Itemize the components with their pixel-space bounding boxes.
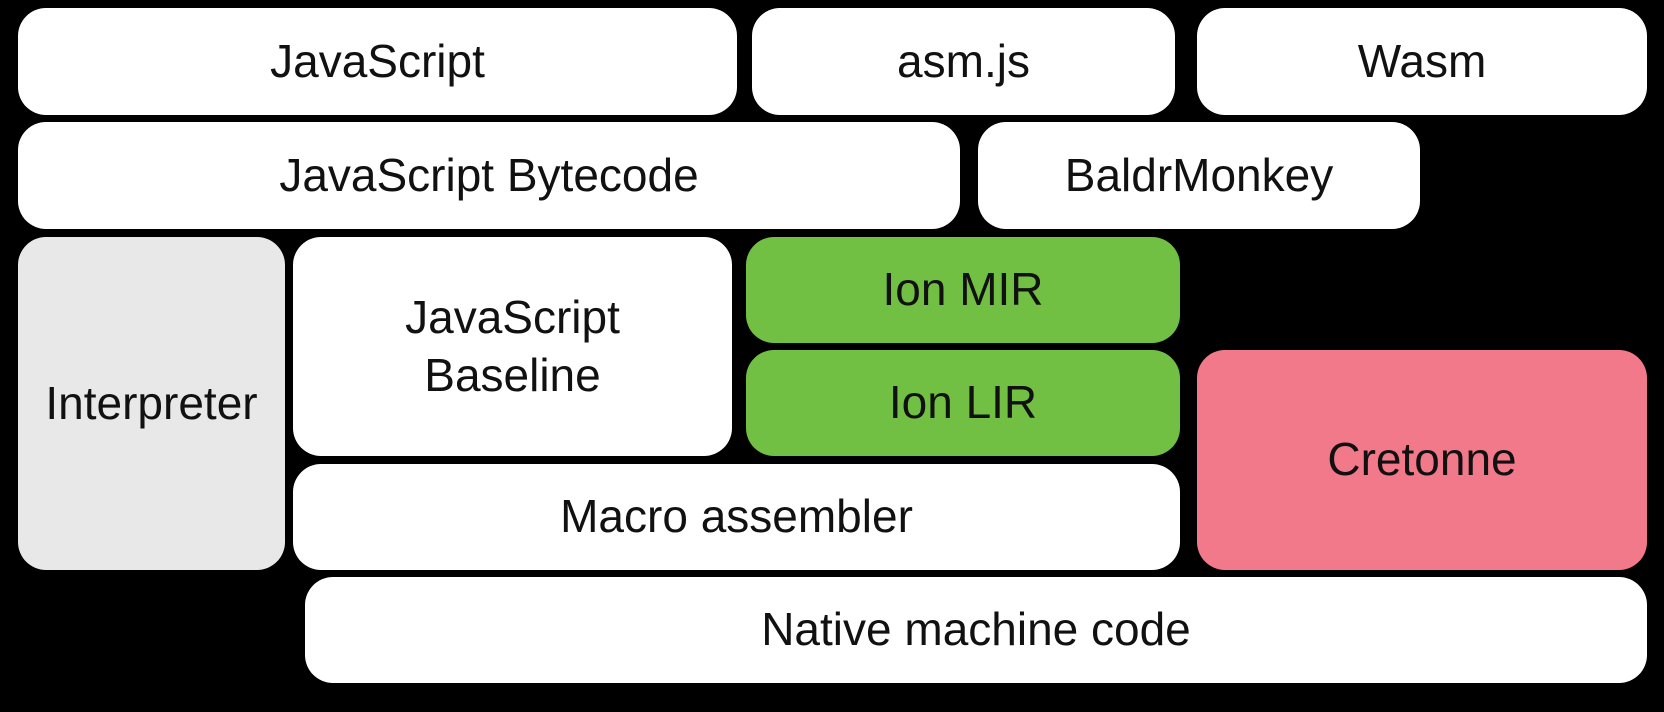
node-asm-js: asm.js (752, 8, 1175, 115)
node-macro-assembler: Macro assembler (293, 464, 1180, 570)
node-native-machine-code-label: Native machine code (761, 603, 1191, 656)
node-javascript-baseline: JavaScript Baseline (293, 237, 732, 456)
node-cretonne: Cretonne (1197, 350, 1647, 570)
node-native-machine-code: Native machine code (305, 577, 1647, 683)
node-baldrmonkey-label: BaldrMonkey (1064, 148, 1334, 201)
node-ion-lir: Ion LIR (746, 350, 1180, 456)
node-macro-assembler-label: Macro assembler (560, 490, 913, 543)
node-javascript: JavaScript (18, 8, 737, 115)
node-ion-mir: Ion MIR (746, 237, 1180, 343)
node-interpreter-label: Interpreter (45, 376, 258, 429)
node-baldrmonkey: BaldrMonkey (978, 122, 1420, 229)
node-wasm-label: Wasm (1357, 34, 1487, 87)
node-javascript-label: JavaScript (270, 34, 485, 87)
node-javascript-baseline-label: JavaScript Baseline (405, 291, 620, 401)
node-javascript-bytecode: JavaScript Bytecode (18, 122, 960, 229)
node-cretonne-label: Cretonne (1327, 433, 1517, 486)
node-wasm: Wasm (1197, 8, 1647, 115)
node-asm-js-label: asm.js (897, 34, 1030, 87)
node-ion-mir-label: Ion MIR (882, 263, 1044, 316)
node-interpreter: Interpreter (18, 237, 285, 570)
node-ion-lir-label: Ion LIR (888, 376, 1038, 429)
node-javascript-bytecode-label: JavaScript Bytecode (279, 148, 699, 201)
